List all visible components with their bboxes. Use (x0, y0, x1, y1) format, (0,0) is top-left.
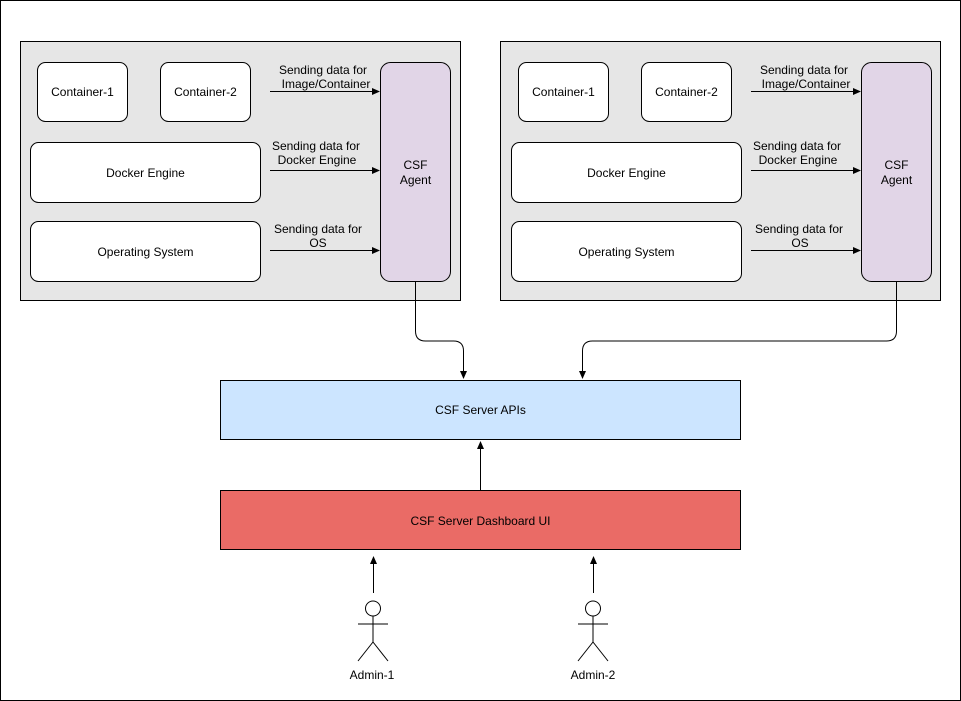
actor-icon (577, 600, 609, 662)
csf-agent-label-line1: CSF (404, 158, 428, 172)
docker-engine-node[interactable]: Docker Engine (511, 142, 742, 203)
csf-server-apis-box (220, 380, 741, 440)
container-2-label: Container-2 (174, 85, 237, 99)
container-1-node[interactable]: Container-1 (518, 62, 609, 122)
edge-docker-engine: Sending data for Docker Engine (751, 139, 861, 174)
operating-system-box (511, 221, 742, 282)
edge-os: Sending data for OS (751, 222, 861, 254)
docker-engine-node[interactable]: Docker Engine (30, 142, 261, 203)
edge-image-container-label-line1: Sending data for (760, 63, 848, 77)
admin-1-label: Admin-1 (350, 668, 395, 682)
csf-agent-label-line2: Agent (881, 173, 913, 187)
operating-system-label: Operating System (97, 245, 193, 259)
edge-docker-engine: Sending data for Docker Engine (270, 139, 380, 174)
edge-image-container-label-line2: Image/Container (282, 77, 371, 91)
csf-agent-label-line2: Agent (400, 173, 432, 187)
edge-docker-engine-label-line2: Docker Engine (278, 153, 357, 167)
edge-os: Sending data for OS (270, 222, 380, 254)
operating-system-node[interactable]: Operating System (511, 221, 742, 282)
host-1: Container-1 Container-2 Docker Engine Op… (20, 41, 461, 301)
csf-agent-box (380, 62, 451, 282)
edge-os-label-line2: OS (309, 236, 326, 250)
edge-docker-engine-label-line1: Sending data for (272, 139, 360, 153)
edge-os-label-line1: Sending data for (755, 222, 843, 236)
csf-agent-node[interactable]: CSF Agent (380, 62, 451, 282)
container-2-box (641, 62, 732, 122)
csf-server-dashboard-node[interactable]: CSF Server Dashboard UI (220, 490, 741, 550)
csf-agent-node[interactable]: CSF Agent (861, 62, 932, 282)
docker-engine-label: Docker Engine (106, 166, 185, 180)
container-1-box (518, 62, 609, 122)
container-1-node[interactable]: Container-1 (37, 62, 128, 122)
edge-os-label-line1: Sending data for (274, 222, 362, 236)
admin-2-actor[interactable]: Admin-2 (571, 600, 616, 682)
container-2-box (160, 62, 251, 122)
container-1-label: Container-1 (51, 85, 114, 99)
container-1-box (37, 62, 128, 122)
docker-engine-box (30, 142, 261, 203)
docker-engine-box (511, 142, 742, 203)
edge-image-container-label-line1: Sending data for (279, 63, 367, 77)
admin-1-actor[interactable]: Admin-1 (350, 600, 395, 682)
container-1-label: Container-1 (532, 85, 595, 99)
container-2-node[interactable]: Container-2 (641, 62, 732, 122)
container-2-label: Container-2 (655, 85, 718, 99)
operating-system-label: Operating System (578, 245, 674, 259)
csf-server-dashboard-label: CSF Server Dashboard UI (410, 514, 550, 528)
operating-system-node[interactable]: Operating System (30, 221, 261, 282)
csf-server-apis-label: CSF Server APIs (435, 403, 526, 417)
edge-docker-engine-label-line1: Sending data for (753, 139, 841, 153)
csf-server-dashboard-box (220, 490, 741, 550)
csf-server-apis-node[interactable]: CSF Server APIs (220, 380, 741, 440)
docker-engine-label: Docker Engine (587, 166, 666, 180)
admin-2-label: Admin-2 (571, 668, 616, 682)
agent-2-to-apis-connector (579, 282, 897, 379)
container-2-node[interactable]: Container-2 (160, 62, 251, 122)
csf-agent-label-line1: CSF (885, 158, 909, 172)
agent-1-to-apis-connector (415, 282, 467, 379)
csf-agent-box (861, 62, 932, 282)
edge-image-container-label-line2: Image/Container (762, 77, 851, 91)
operating-system-box (30, 221, 261, 282)
edge-image-container: Sending data for Image/Container (270, 63, 380, 95)
host-2: Container-1 Container-2 Docker Engine Op… (500, 41, 941, 301)
edge-os-label-line2: OS (791, 236, 808, 250)
edge-docker-engine-label-line2: Docker Engine (759, 153, 838, 167)
actor-icon (357, 600, 389, 662)
edge-image-container: Sending data for Image/Container (751, 63, 861, 95)
